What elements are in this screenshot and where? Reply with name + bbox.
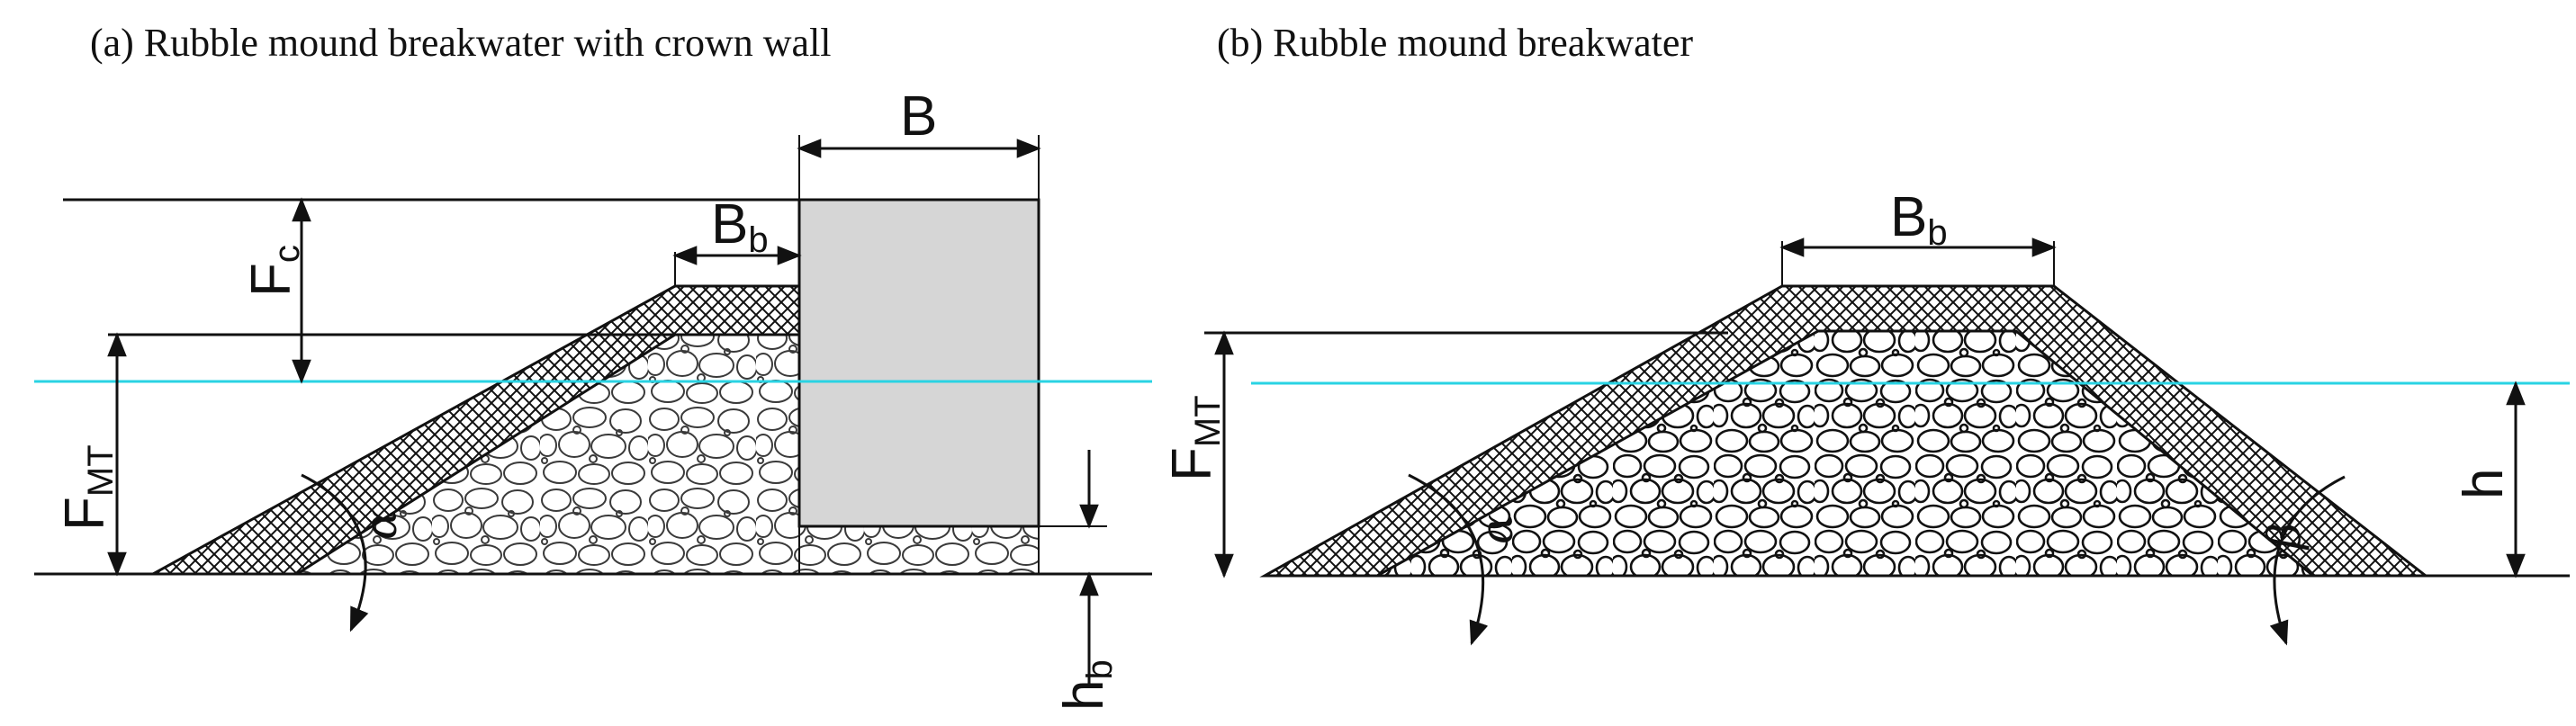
label-fmt: FMT bbox=[54, 444, 121, 531]
label-alpha-a: α bbox=[355, 509, 407, 540]
crown-wall bbox=[797, 198, 1040, 528]
label-bb: Bb bbox=[711, 193, 769, 260]
label-beta: β bbox=[2258, 523, 2310, 551]
panel-a: (a) Rubble mound breakwater with crown w… bbox=[34, 21, 1152, 711]
alpha-angle-arc bbox=[301, 473, 369, 632]
alpha-angle-arc-b bbox=[1408, 473, 1489, 646]
wall-bed-rubble bbox=[798, 525, 1040, 575]
label-fc: Fc bbox=[240, 245, 307, 297]
panel-b: (b) Rubble mound breakwater Bb FMT h α β bbox=[1161, 21, 2570, 646]
label-bb-b: Bb bbox=[1890, 186, 1948, 253]
beta-angle-arc bbox=[2269, 475, 2346, 646]
label-alpha-b: α bbox=[1471, 514, 1523, 544]
panel-b-title: (b) Rubble mound breakwater bbox=[1217, 21, 1693, 65]
label-h: h bbox=[2453, 469, 2515, 499]
label-fmt-b: FMT bbox=[1161, 395, 1228, 481]
panel-a-title: (a) Rubble mound breakwater with crown w… bbox=[90, 21, 832, 65]
label-b: B bbox=[900, 85, 937, 148]
label-hb: hb bbox=[1053, 659, 1120, 711]
